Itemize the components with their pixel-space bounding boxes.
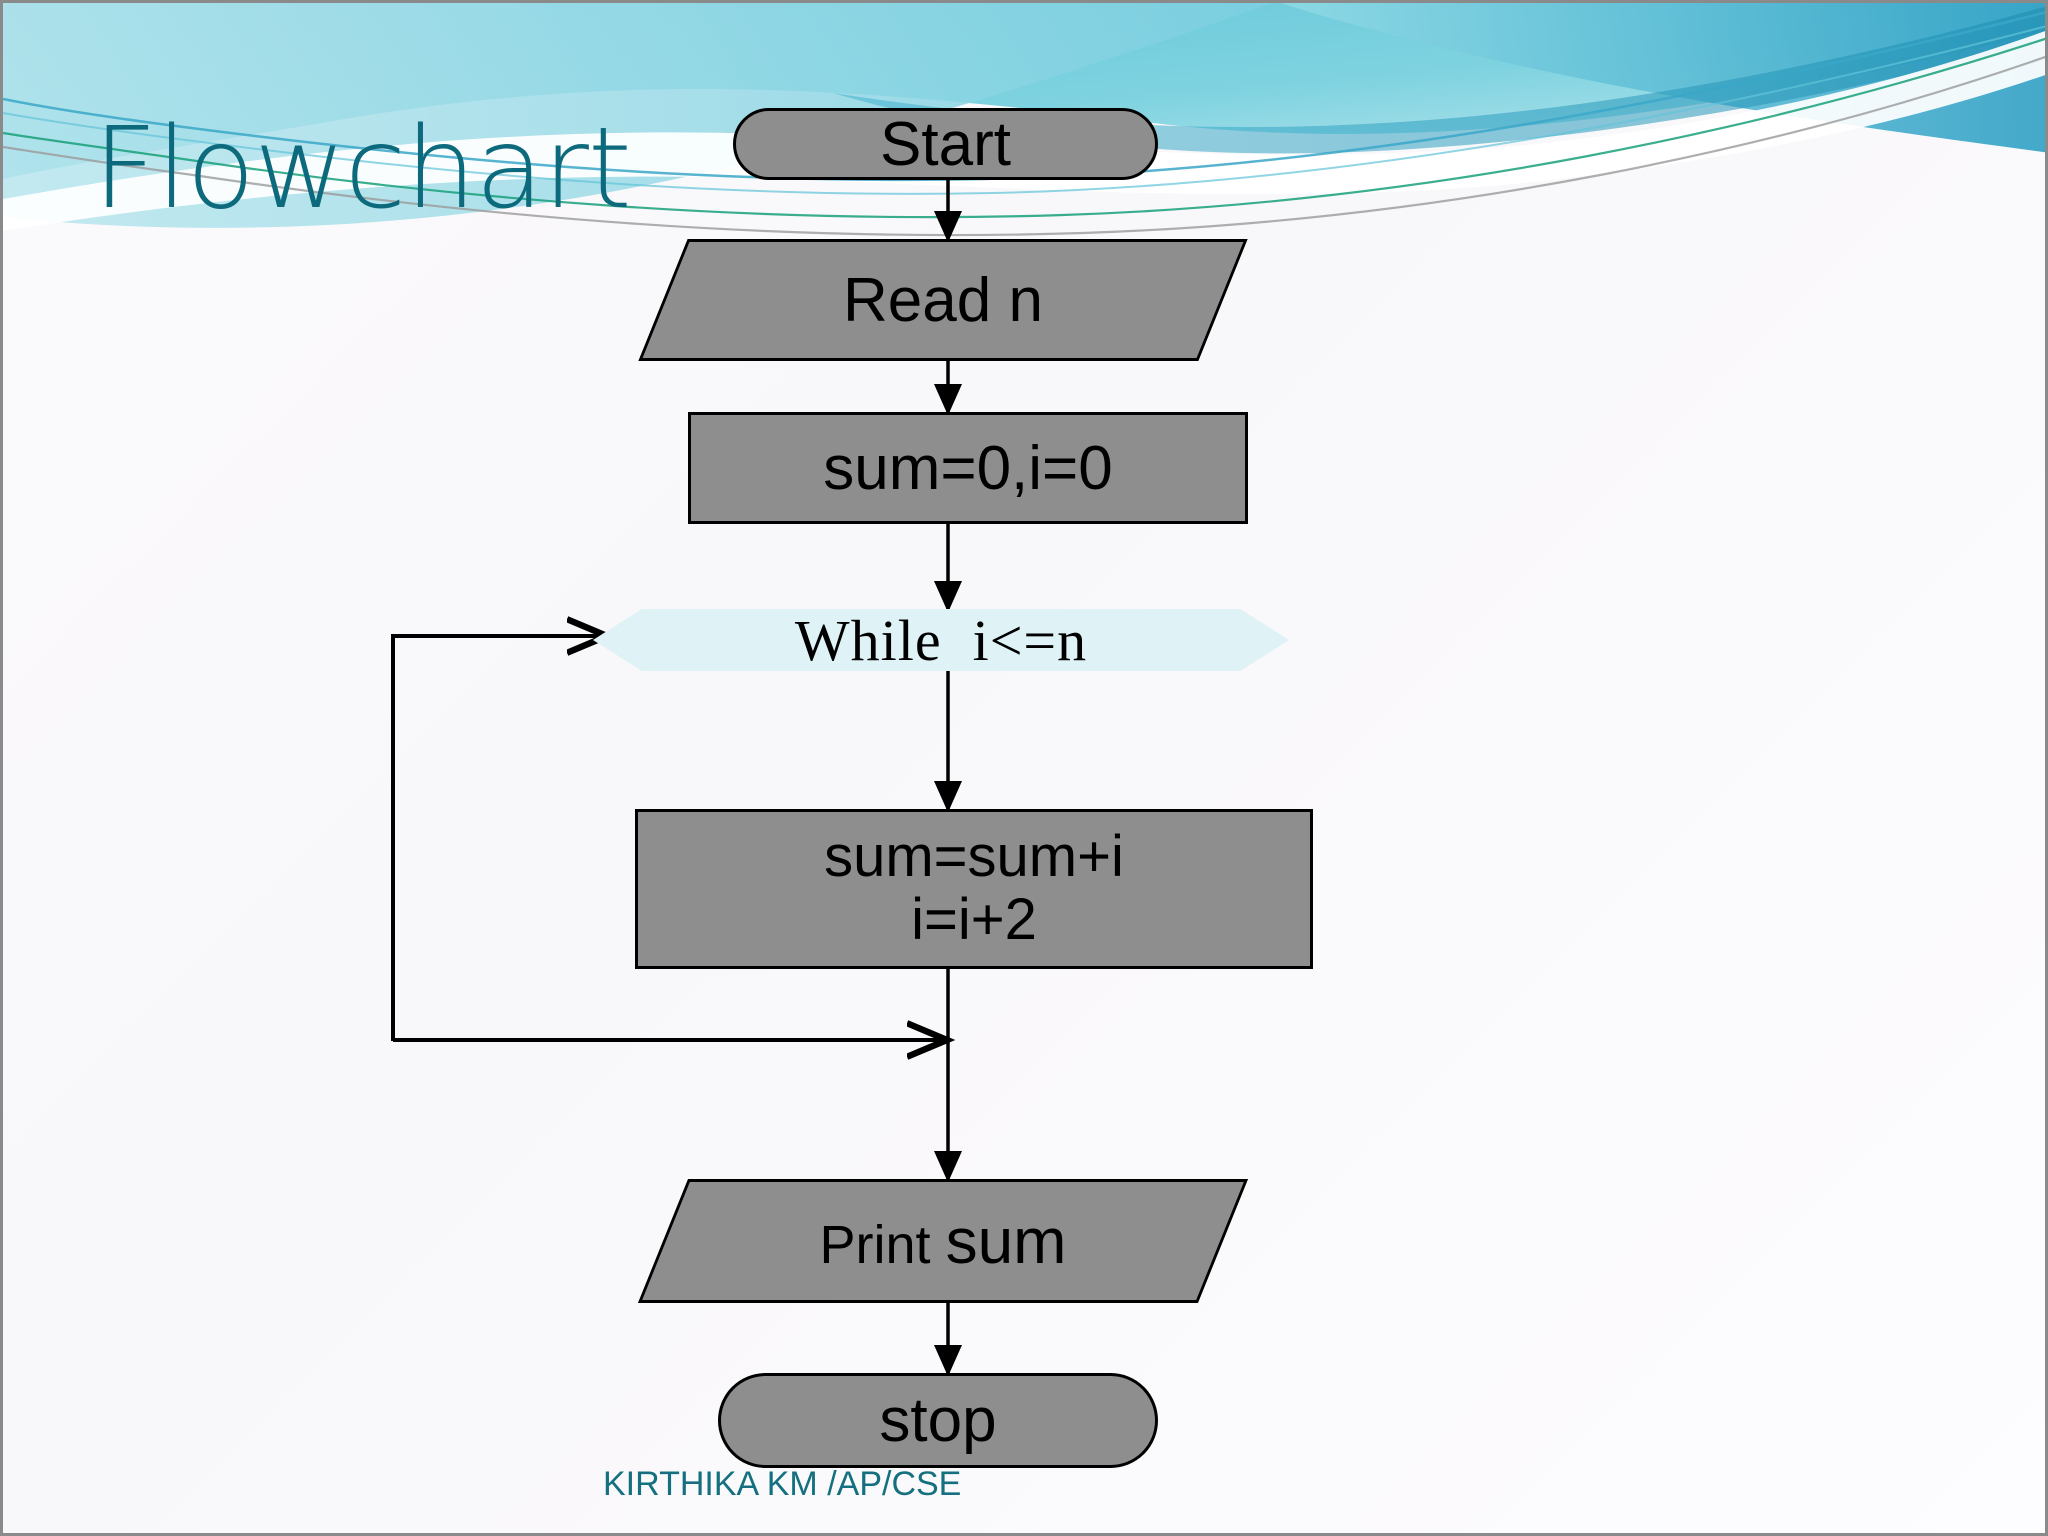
node-while-label: While i<=n — [794, 607, 1088, 673]
node-print-sum-label: Print sum — [820, 1204, 1067, 1278]
node-print-sum-variable: sum — [945, 1205, 1067, 1277]
node-stop-label: stop — [879, 1386, 997, 1455]
node-loop-body[interactable]: sum=sum+i i=i+2 — [635, 809, 1313, 969]
node-start[interactable]: Start — [733, 108, 1158, 180]
node-while-condition[interactable]: While i<=n — [593, 607, 1289, 673]
node-loop-body-line1: sum=sum+i — [824, 824, 1124, 890]
node-init-label: sum=0,i=0 — [823, 433, 1113, 503]
footer-credit: KIRTHIKA KM /AP/CSE — [603, 1465, 962, 1503]
node-start-label: Start — [880, 109, 1011, 179]
node-init[interactable]: sum=0,i=0 — [688, 412, 1248, 524]
node-print-sum-prefix: Print — [819, 1215, 946, 1275]
node-stop[interactable]: stop — [718, 1373, 1158, 1468]
node-print-sum[interactable]: Print sum — [637, 1179, 1249, 1303]
node-read-n[interactable]: Read n — [638, 239, 1248, 361]
page-title: Flowchart — [93, 104, 632, 234]
node-loop-body-line2: i=i+2 — [911, 887, 1037, 952]
node-read-n-label: Read n — [843, 265, 1043, 335]
hexagon-shape — [593, 609, 1289, 671]
flowchart-connectors — [391, 179, 962, 1377]
